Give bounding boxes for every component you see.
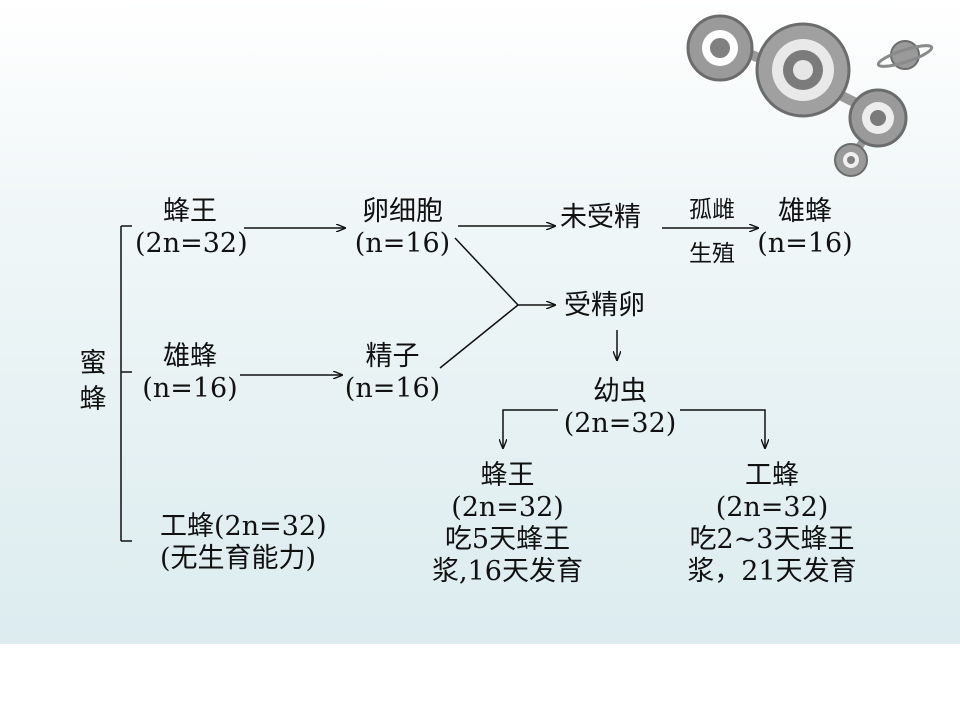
unfertilized-name: 未受精: [560, 202, 641, 233]
unfertilized-node: 未受精: [560, 202, 641, 234]
worker-result-ploidy: (2n=32): [715, 492, 829, 523]
worker-node: 工蜂(2n=32) (无生育能力): [160, 511, 327, 575]
egg-node: 卵细胞 (n=16): [345, 196, 460, 260]
root-char-1: 蜜: [79, 348, 107, 379]
egg-diagonal-line: [454, 237, 519, 306]
fertilized-name: 受精卵: [564, 290, 645, 321]
larva-to-worker-arrow: [680, 409, 765, 448]
worker-result-name: 工蜂: [745, 460, 799, 491]
drone-ploidy: (n=16): [142, 373, 238, 404]
queen-result-line-1: 吃5天蜂王: [444, 524, 571, 555]
worker-line-2: (无生育能力): [160, 543, 317, 574]
larva-node: 幼虫 (2n=32): [562, 376, 678, 440]
larva-to-queen-arrow: [503, 409, 558, 448]
worker-result-line-1: 吃2~3天蜂王: [689, 524, 855, 555]
drone-result-node: 雄蜂 (n=16): [755, 196, 855, 260]
queen-name: 蜂王: [163, 196, 217, 227]
drone-result-ploidy: (n=16): [757, 228, 853, 259]
parthenogenesis-bottom-label: 生殖: [689, 241, 735, 267]
queen-result-line-2: 浆,16天发育: [432, 556, 583, 587]
egg-ploidy: (n=16): [354, 228, 451, 259]
sperm-ploidy: (n=16): [344, 373, 441, 404]
drone-node: 雄蜂 (n=16): [140, 341, 240, 405]
circles-decoration-icon: [686, 14, 908, 177]
fertilized-node: 受精卵: [564, 290, 645, 322]
drone-name: 雄蜂: [163, 341, 217, 372]
sperm-name: 精子: [365, 341, 420, 372]
sperm-node: 精子 (n=16): [340, 341, 445, 405]
egg-name: 卵细胞: [362, 196, 443, 227]
queen-result-node: 蜂王 (2n=32) 吃5天蜂王 浆,16天发育: [420, 460, 595, 588]
larva-ploidy: (2n=32): [563, 408, 677, 439]
sperm-diagonal-line: [439, 304, 519, 369]
worker-result-line-2: 浆，21天发育: [687, 556, 857, 587]
parthenogenesis-top-label: 孤雌: [689, 197, 735, 223]
root-char-2: 蜂: [79, 384, 107, 415]
queen-result-ploidy: (2n=32): [451, 492, 564, 523]
root-label: 蜜 蜂: [77, 346, 109, 418]
worker-line-1: 工蜂(2n=32): [160, 511, 327, 542]
root-bracket: [120, 225, 132, 542]
planet-icon: [876, 40, 934, 70]
worker-result-node: 工蜂 (2n=32) 吃2~3天蜂王 浆，21天发育: [672, 460, 872, 588]
queen-result-name: 蜂王: [480, 460, 535, 491]
larva-name: 幼虫: [593, 376, 647, 407]
queen-node: 蜂王 (2n=32): [135, 196, 248, 260]
drone-result-name: 雄蜂: [778, 196, 832, 227]
queen-ploidy: (2n=32): [135, 228, 248, 259]
